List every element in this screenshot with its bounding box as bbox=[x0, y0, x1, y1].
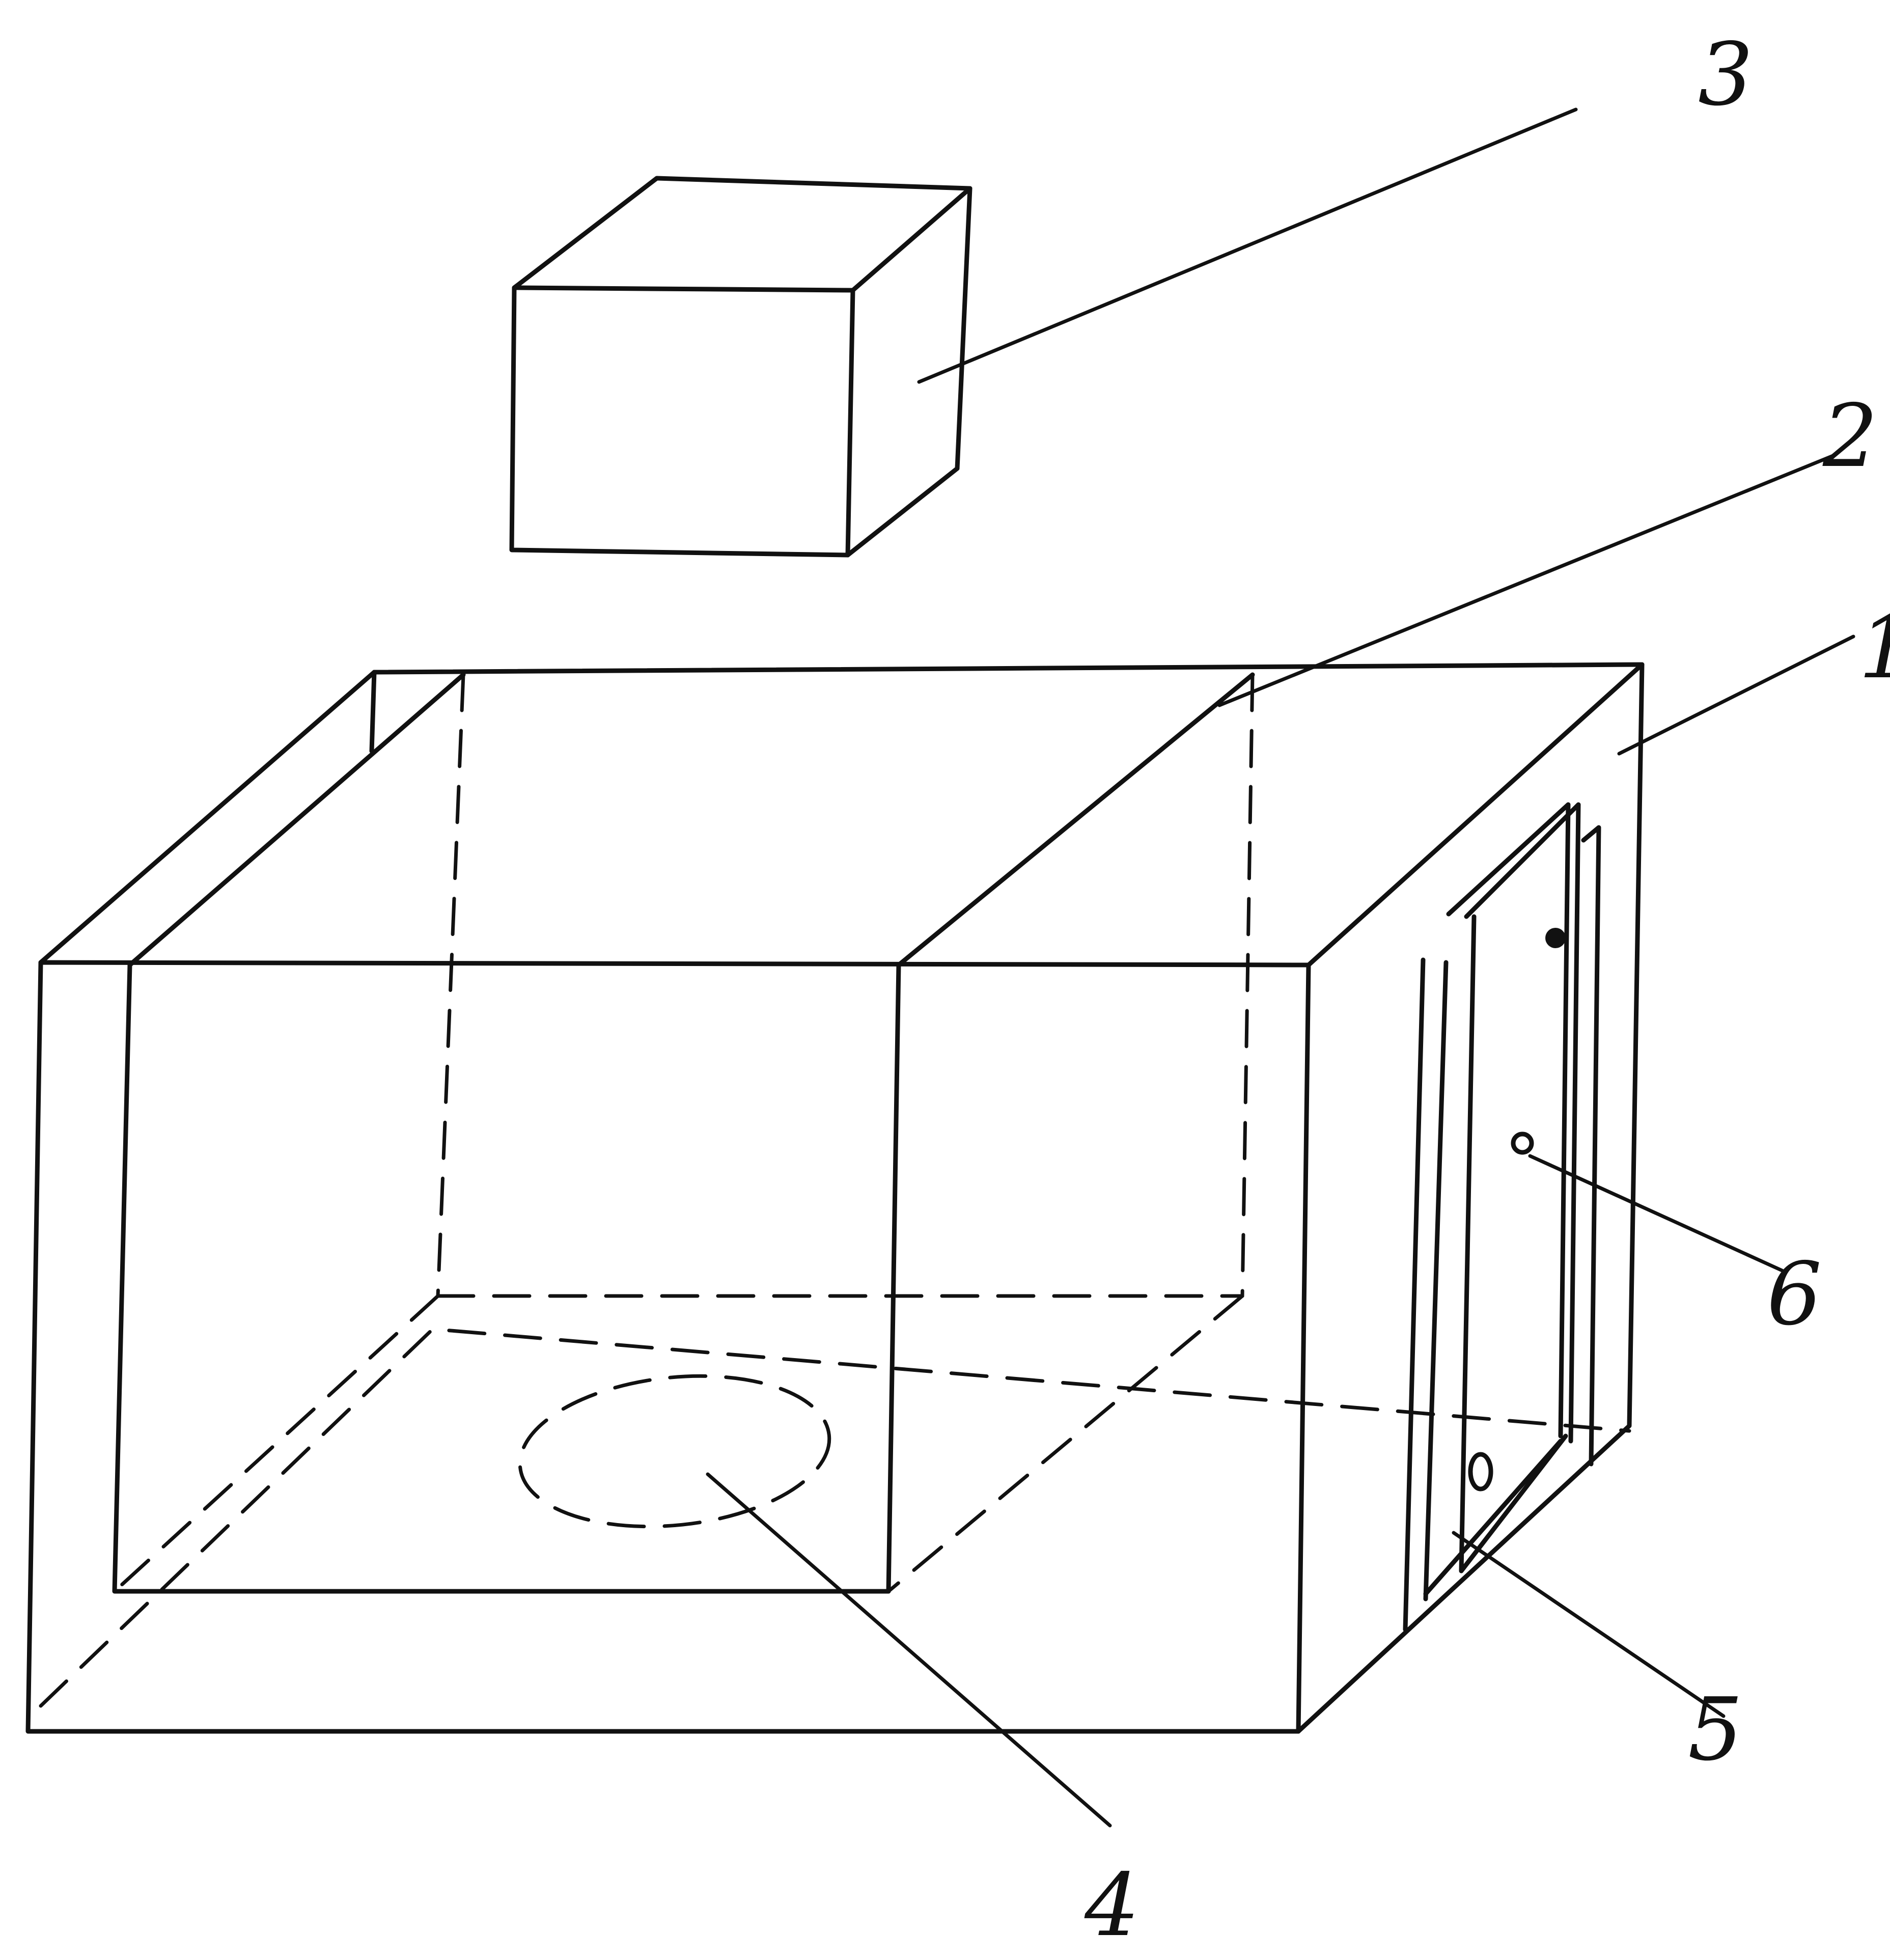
side-door-part-5 bbox=[1403, 802, 1601, 1632]
label-5: 5 bbox=[1688, 1679, 1743, 1780]
label-4: 4 bbox=[1084, 1855, 1139, 1956]
door-knobs-part-6 bbox=[1468, 928, 1566, 1492]
label-2: 2 bbox=[1822, 386, 1878, 487]
label-1: 1 bbox=[1858, 597, 1890, 698]
cube-part-3 bbox=[509, 176, 972, 558]
floor-opening-part-4 bbox=[518, 1374, 831, 1529]
outer-box-part-1 bbox=[25, 662, 1645, 1734]
label-6: 6 bbox=[1767, 1244, 1822, 1345]
leader-lines bbox=[706, 107, 1855, 1828]
label-3: 3 bbox=[1698, 24, 1753, 125]
inner-chamber-part-2 bbox=[112, 670, 1255, 1594]
